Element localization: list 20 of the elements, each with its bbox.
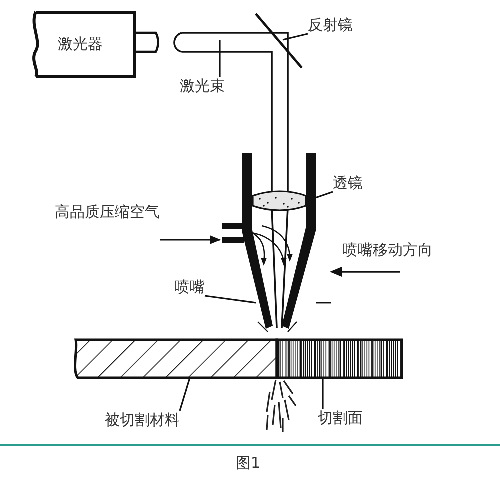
part-label: 喷嘴 (175, 278, 205, 296)
workpiece-section (74, 338, 278, 380)
mirror (255, 13, 303, 69)
direction-label: 喷嘴移动方向 (343, 241, 433, 259)
leader-line (204, 295, 256, 304)
figure-caption: 图1 (236, 454, 261, 472)
laser-beam (174, 32, 289, 329)
part-label: 透镜 (333, 174, 363, 192)
part-label: 反射镜 (308, 16, 353, 34)
leader-line (179, 378, 191, 412)
part-label: 激光束 (180, 77, 225, 95)
cut-surface (276, 338, 404, 380)
leader-line (322, 378, 324, 409)
part-label: 被切割材料 (105, 411, 180, 429)
leader-line (219, 40, 221, 77)
leader-line (160, 236, 222, 244)
nozzle (222, 153, 316, 333)
part-label: 切割面 (318, 409, 363, 427)
leader-line (282, 33, 308, 41)
part-label: 高品质压缩空气 (55, 203, 160, 240)
